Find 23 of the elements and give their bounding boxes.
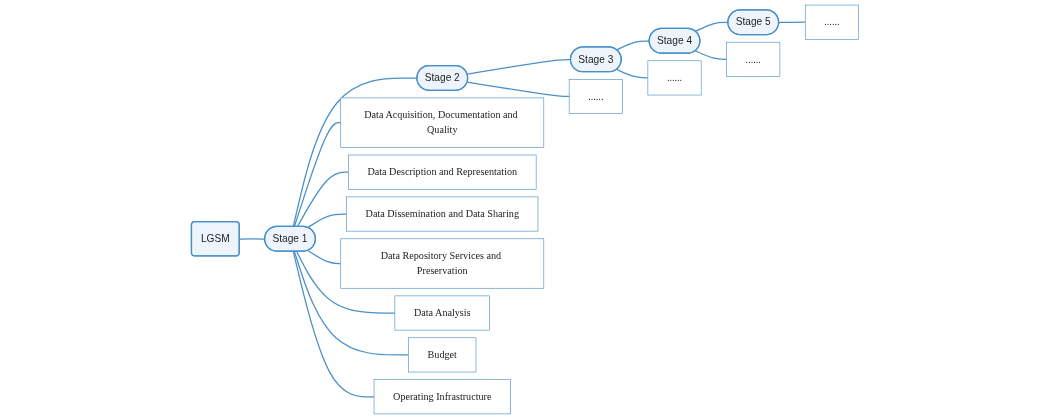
node-box: Budget: [408, 337, 477, 373]
node-box: Data Dissemination and Data Sharing: [346, 196, 539, 232]
node-box: ......: [804, 4, 859, 40]
connector: [307, 249, 342, 265]
connector: [616, 68, 649, 79]
node-box: Data Analysis: [394, 295, 490, 331]
node-box: ......: [647, 60, 702, 96]
node-box: ......: [726, 41, 781, 77]
node-box: Data Acquisition, Documentation and Quality: [340, 97, 545, 148]
connector: [307, 213, 348, 229]
connector: [293, 250, 410, 356]
connector: [296, 171, 349, 228]
node-box: Data Repository Services and Preservation: [340, 238, 545, 289]
connector: [296, 250, 396, 314]
connector: [466, 81, 570, 98]
node-box: Operating Infrastructure: [373, 379, 511, 415]
connector: [293, 122, 342, 228]
connector: [778, 21, 806, 24]
connector: [292, 77, 418, 228]
connector: [292, 250, 375, 398]
connector: [694, 50, 728, 60]
node-box: ......: [568, 79, 623, 114]
node-box: Data Description and Representation: [348, 154, 537, 190]
